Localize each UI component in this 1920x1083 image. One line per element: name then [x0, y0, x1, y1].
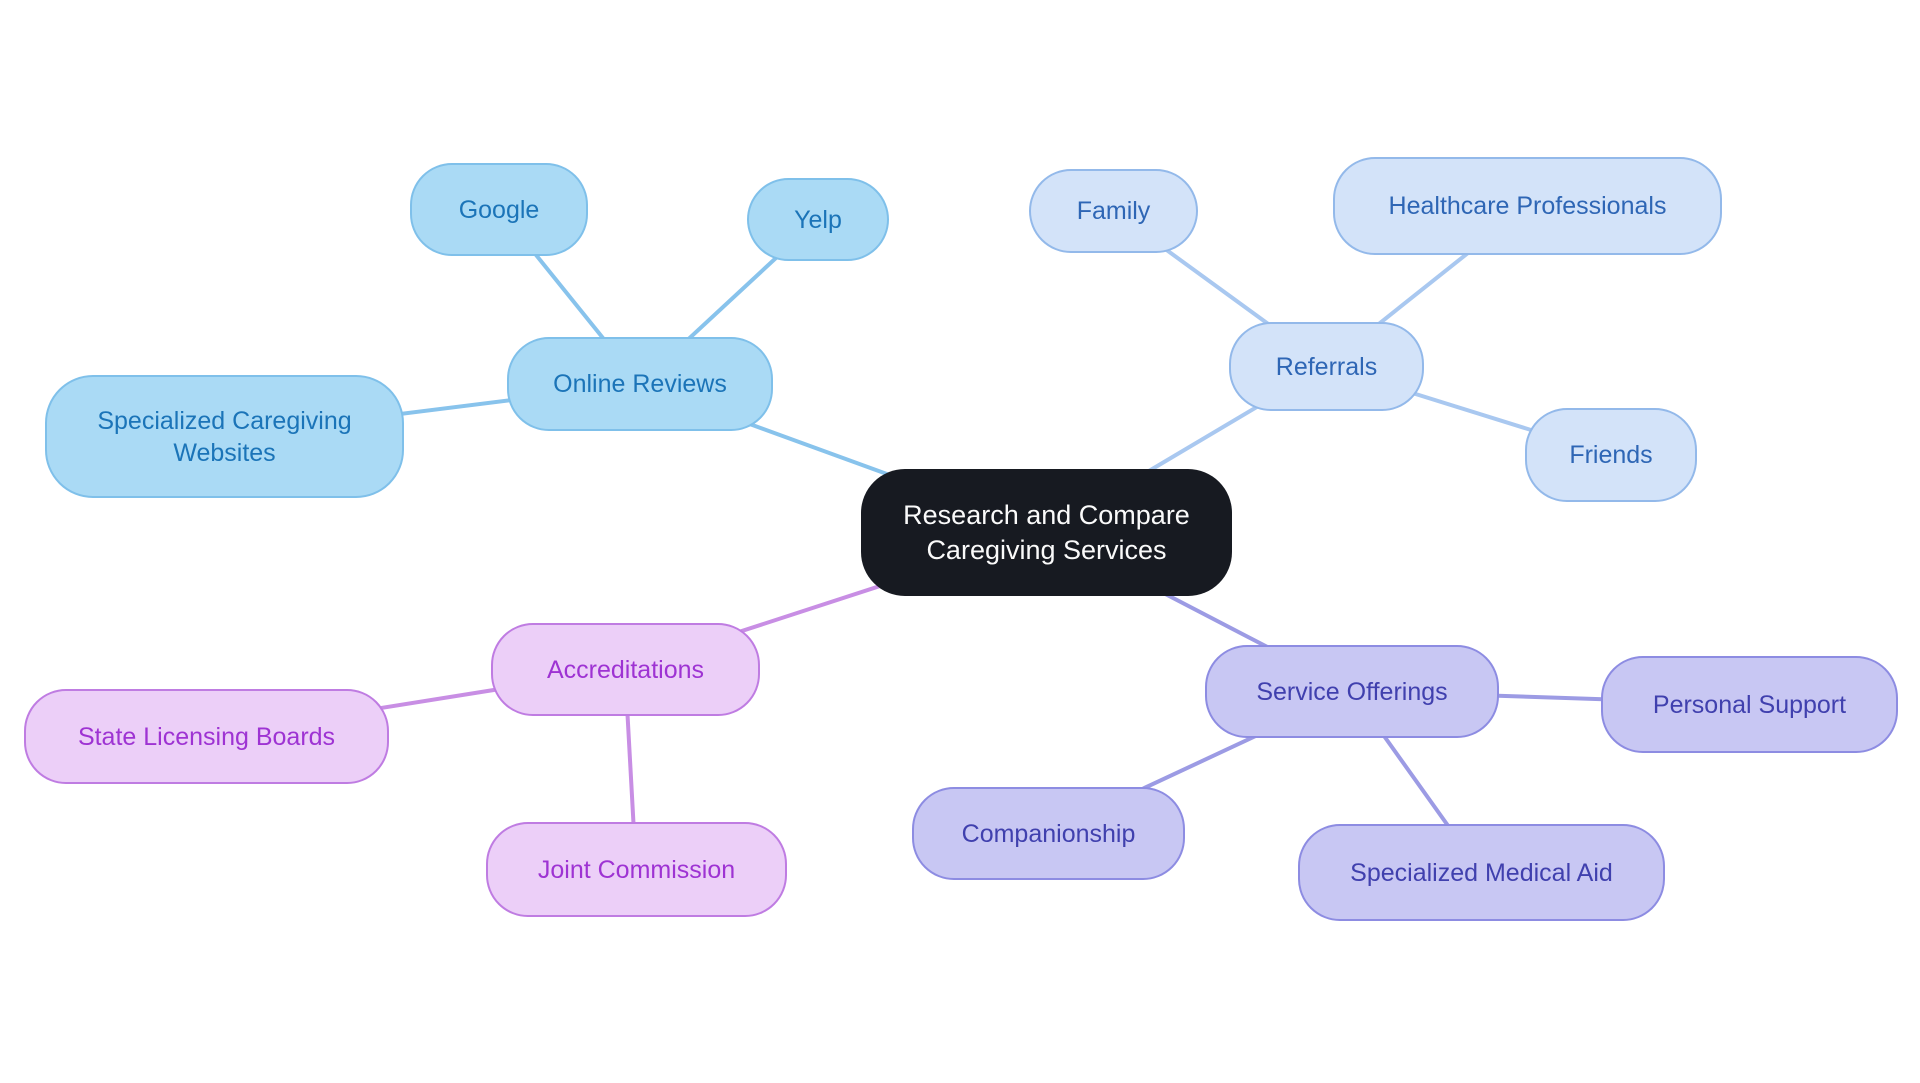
node-specialized-medical-aid[interactable]: Specialized Medical Aid	[1298, 824, 1665, 921]
node-family[interactable]: Family	[1029, 169, 1198, 253]
node-state-licensing-boards[interactable]: State Licensing Boards	[24, 689, 389, 784]
node-yelp[interactable]: Yelp	[747, 178, 889, 261]
node-friends[interactable]: Friends	[1525, 408, 1697, 502]
node-service-offerings[interactable]: Service Offerings	[1205, 645, 1499, 738]
node-online-reviews[interactable]: Online Reviews	[507, 337, 773, 431]
node-joint-commission[interactable]: Joint Commission	[486, 822, 787, 917]
node-root-research-and-compare-caregiving-services[interactable]: Research and Compare Caregiving Services	[861, 469, 1232, 596]
node-healthcare-professionals[interactable]: Healthcare Professionals	[1333, 157, 1722, 255]
node-accreditations[interactable]: Accreditations	[491, 623, 760, 716]
node-referrals[interactable]: Referrals	[1229, 322, 1424, 411]
node-companionship[interactable]: Companionship	[912, 787, 1185, 880]
node-personal-support[interactable]: Personal Support	[1601, 656, 1898, 753]
node-google[interactable]: Google	[410, 163, 588, 256]
node-specialized-caregiving-websites[interactable]: Specialized Caregiving Websites	[45, 375, 404, 498]
